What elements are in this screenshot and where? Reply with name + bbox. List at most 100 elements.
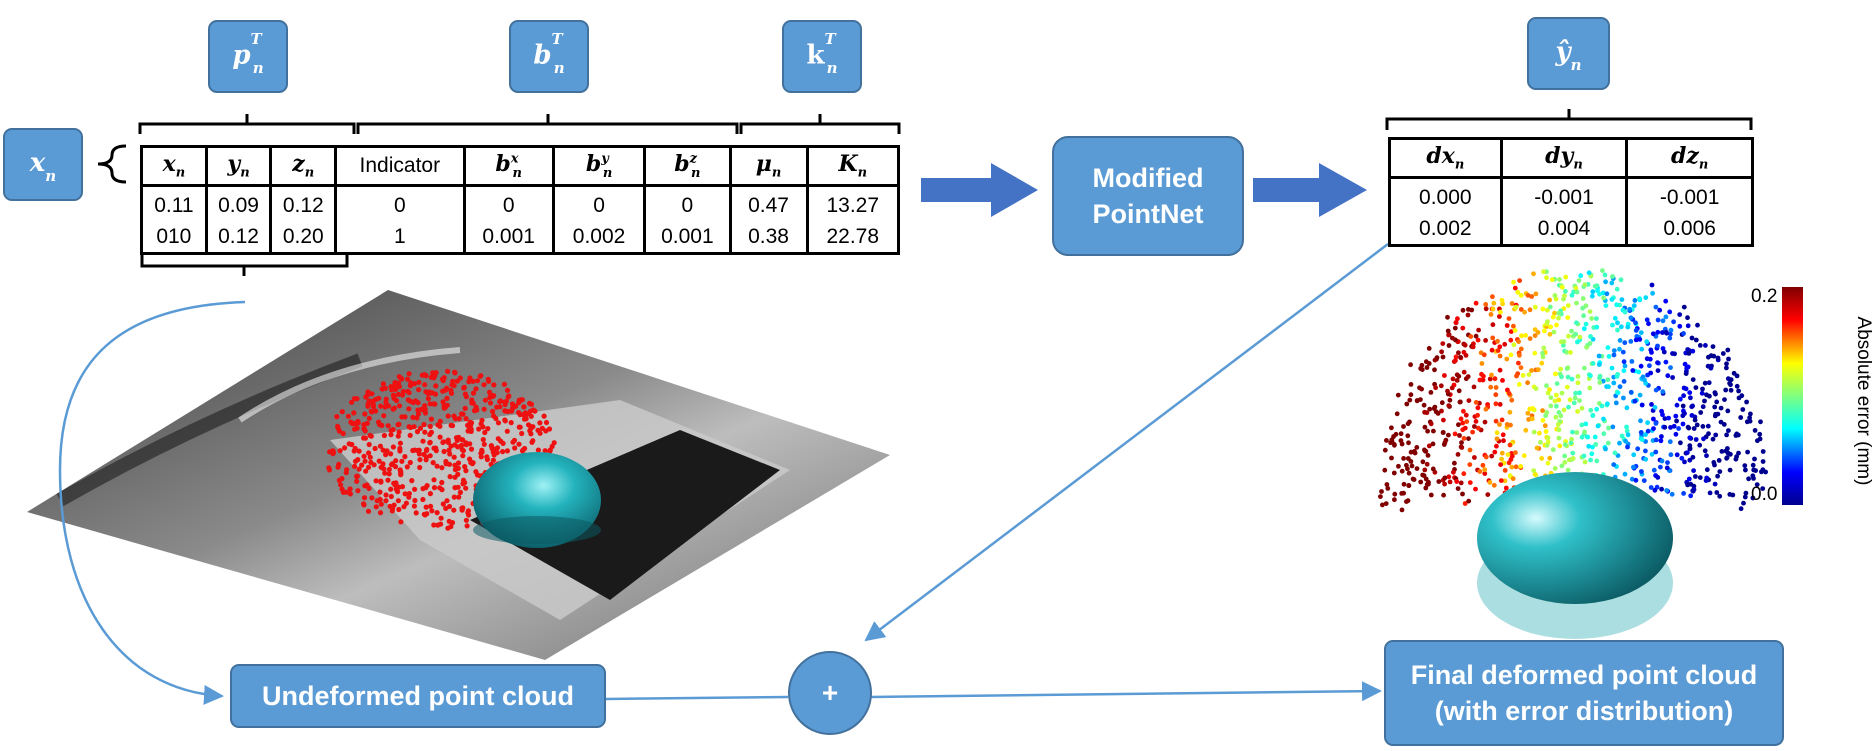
point-marker — [517, 424, 523, 430]
point-marker — [1492, 376, 1498, 382]
point-marker — [1629, 359, 1635, 364]
point-marker — [458, 442, 465, 448]
point-marker — [1555, 422, 1561, 427]
point-marker — [1594, 406, 1600, 412]
point-marker — [1452, 431, 1458, 437]
point-marker — [437, 434, 443, 440]
point-marker — [1579, 405, 1585, 411]
input-cell: 13.27 — [805, 185, 901, 221]
point-marker — [1590, 444, 1595, 450]
point-marker — [1497, 353, 1503, 359]
point-marker — [433, 383, 439, 389]
point-marker — [1594, 316, 1599, 321]
point-marker — [352, 463, 358, 469]
point-marker — [516, 410, 522, 416]
point-marker — [1575, 374, 1581, 379]
point-marker — [1643, 432, 1648, 437]
point-marker — [429, 390, 435, 396]
point-marker — [414, 415, 420, 421]
point-marker — [1620, 349, 1626, 355]
point-marker — [429, 508, 435, 514]
point-marker — [1712, 404, 1718, 410]
point-marker — [479, 449, 485, 455]
point-marker — [1630, 368, 1636, 373]
point-marker — [1650, 331, 1656, 337]
point-marker — [1401, 424, 1406, 429]
point-marker — [1622, 309, 1628, 315]
point-marker — [1458, 354, 1463, 360]
point-marker — [1545, 307, 1550, 313]
point-marker — [413, 510, 419, 516]
point-marker — [377, 489, 383, 495]
point-marker — [1456, 373, 1462, 379]
point-marker — [1442, 373, 1447, 378]
point-marker — [1712, 462, 1717, 468]
point-marker — [420, 496, 426, 503]
point-marker — [1497, 422, 1502, 427]
point-marker — [1519, 333, 1524, 339]
point-marker — [1587, 341, 1593, 346]
point-marker — [1663, 298, 1669, 304]
point-marker — [1439, 400, 1445, 406]
point-marker — [1685, 424, 1691, 430]
input-cell: 0.47 — [728, 185, 809, 221]
point-marker — [1545, 460, 1551, 466]
point-marker — [1638, 330, 1644, 335]
point-marker — [1724, 432, 1729, 438]
point-marker — [1610, 424, 1616, 430]
point-marker — [1393, 431, 1399, 437]
point-marker — [1543, 429, 1549, 434]
brace-b — [356, 114, 739, 134]
point-marker — [1606, 384, 1611, 390]
point-marker — [1615, 320, 1620, 326]
output-cell: 0.000 — [1388, 177, 1503, 213]
point-marker — [1569, 328, 1574, 334]
point-marker — [1760, 449, 1766, 454]
k-transpose-symbol-box: kTn — [782, 20, 862, 93]
point-marker — [411, 424, 417, 430]
point-marker — [1552, 466, 1558, 471]
point-marker — [422, 410, 428, 416]
point-marker — [1728, 382, 1733, 388]
point-marker — [1465, 312, 1471, 318]
point-marker — [1507, 409, 1513, 415]
point-marker — [1389, 455, 1394, 461]
input-cell: 0.12 — [269, 185, 338, 221]
point-marker — [1508, 457, 1514, 462]
point-marker — [1638, 363, 1644, 369]
point-marker — [395, 380, 402, 386]
point-marker — [1661, 349, 1667, 355]
point-marker — [1553, 414, 1559, 420]
point-marker — [1705, 423, 1711, 429]
point-marker — [1603, 279, 1608, 285]
point-marker — [1738, 506, 1744, 512]
point-marker — [1622, 471, 1628, 477]
point-marker — [1575, 409, 1580, 414]
point-marker — [1542, 328, 1547, 334]
point-marker — [1595, 288, 1600, 294]
point-marker — [363, 468, 369, 474]
point-marker — [1540, 418, 1546, 423]
point-marker — [1623, 438, 1628, 444]
point-marker — [386, 471, 392, 477]
point-marker — [1681, 385, 1687, 391]
point-marker — [361, 495, 368, 501]
point-marker — [466, 379, 472, 385]
point-marker — [1489, 347, 1495, 353]
point-marker — [1655, 475, 1661, 480]
point-marker — [1612, 315, 1618, 321]
point-marker — [1458, 399, 1463, 405]
point-marker — [479, 417, 485, 423]
point-marker — [1493, 418, 1499, 424]
point-marker — [1462, 501, 1468, 506]
point-marker — [434, 509, 440, 516]
point-marker — [1666, 415, 1671, 421]
point-marker — [1459, 440, 1464, 445]
point-marker — [416, 387, 422, 393]
point-marker — [1625, 324, 1631, 330]
point-marker — [1573, 331, 1578, 337]
point-marker — [500, 440, 506, 446]
point-marker — [441, 375, 447, 381]
